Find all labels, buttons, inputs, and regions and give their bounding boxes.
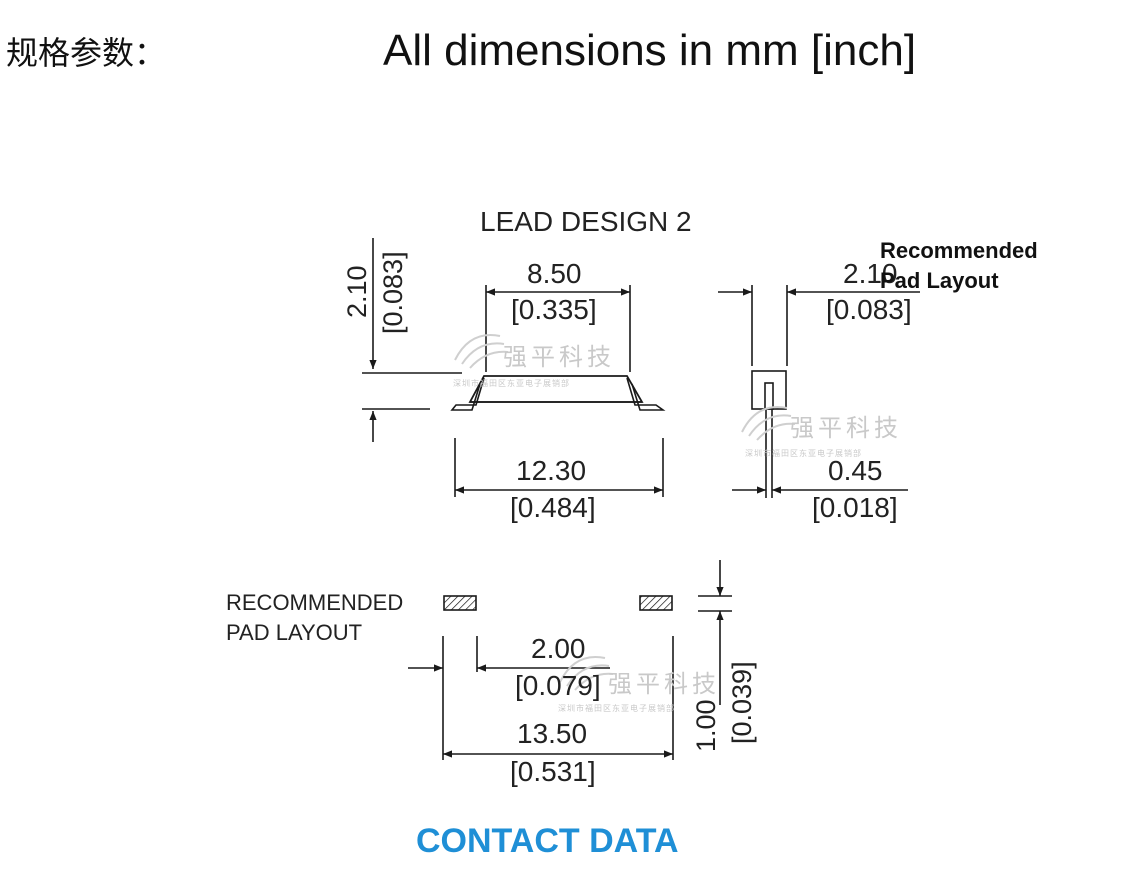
watermark-brand-2: 强平科技 (790, 414, 902, 442)
left-lead (450, 377, 485, 411)
lead-width-mm: 0.45 (828, 455, 883, 486)
lead-design-title: LEAD DESIGN 2 (480, 206, 692, 237)
pad-width-in: [0.079] (515, 670, 601, 701)
side-width-in: [0.083] (826, 294, 912, 325)
pad-height-mm: 1.00 (691, 699, 721, 752)
height-mm: 2.10 (342, 265, 372, 318)
pad-span-mm: 13.50 (517, 718, 588, 749)
watermark-address-2: 深圳市福田区东亚电子展销部 (745, 449, 862, 458)
watermark-address-1: 深圳市福田区东亚电子展销部 (453, 379, 570, 388)
side-view-body (751, 370, 787, 410)
pad-layout-line1: RECOMMENDED (226, 590, 404, 615)
watermark-logo (454, 334, 796, 691)
pad-layout-line2: PAD LAYOUT (226, 620, 363, 645)
recommended-title-line2: Pad Layout (880, 268, 999, 293)
recommended-title: Recommended Pad Layout (880, 236, 1038, 296)
recommended-title-line1: Recommended (880, 238, 1038, 263)
body-length-in: [0.335] (511, 294, 597, 325)
pad-right (639, 595, 673, 611)
units-title: All dimensions in mm [inch] (383, 26, 917, 75)
pad-span-in: [0.531] (510, 756, 596, 787)
watermark-brand-3: 强平科技 (608, 670, 720, 698)
watermark-brand-1: 强平科技 (503, 343, 615, 371)
pad-width-mm: 2.00 (531, 633, 586, 664)
right-lead (626, 377, 666, 411)
height-in: [0.083] (378, 251, 408, 334)
overall-length-in: [0.484] (510, 492, 596, 523)
side-width-mm: 2.10 (843, 258, 898, 289)
contact-data-heading: CONTACT DATA (416, 822, 679, 860)
pad-left (443, 595, 477, 611)
pad-height-in: [0.039] (727, 661, 757, 744)
pad-layout-label: RECOMMENDED PAD LAYOUT (226, 588, 403, 648)
watermark-address-3: 深圳市福田区东亚电子展销部 (558, 704, 675, 713)
body-length-mm: 8.50 (527, 258, 582, 289)
lead-width-in: [0.018] (812, 492, 898, 523)
spec-label: 规格参数： (6, 34, 167, 72)
overall-length-mm: 12.30 (516, 455, 587, 486)
